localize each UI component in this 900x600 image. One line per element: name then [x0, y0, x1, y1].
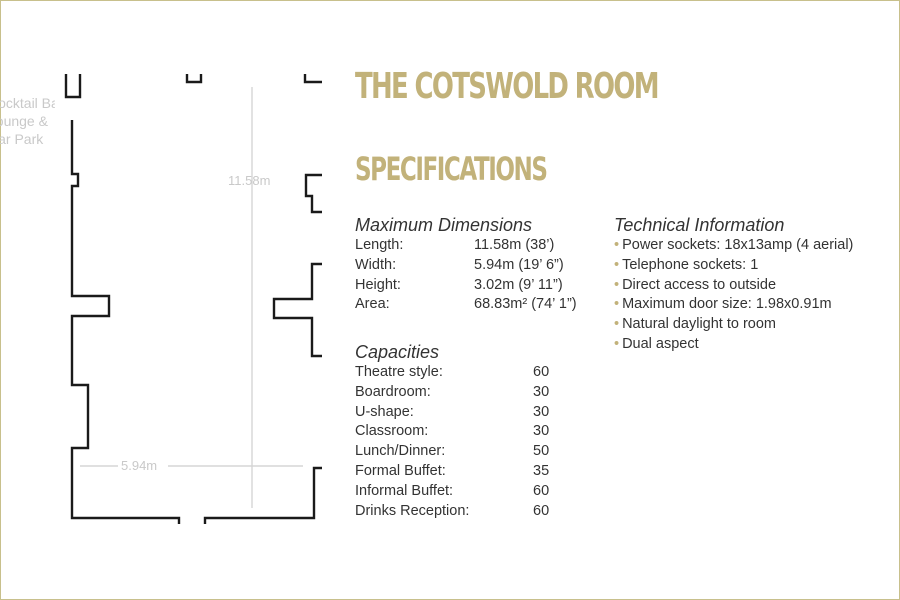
capacity-label: Theatre style: — [355, 364, 443, 380]
capacity-row: Boardroom: 30 — [355, 383, 575, 403]
capacity-row: Lunch/Dinner: 50 — [355, 442, 575, 462]
capacity-value: 60 — [533, 502, 550, 519]
capacity-value: 30 — [533, 403, 550, 420]
capacity-value: 50 — [533, 443, 550, 460]
technical-item: •Maximum door size: 1.98x0.91m — [614, 295, 853, 315]
dimension-row: Height: 3.02m (9’ 11”) — [355, 276, 595, 296]
technical-item: •Direct access to outside — [614, 276, 853, 296]
bullet-icon: • — [614, 237, 620, 253]
technical-item-text: Power sockets: 18x13amp (4 aerial) — [622, 237, 854, 253]
technical-item-text: Telephone sockets: 1 — [622, 256, 759, 273]
capacity-label: Drinks Reception: — [355, 502, 470, 519]
capacity-label: Boardroom: — [355, 383, 431, 400]
bullet-icon: • — [614, 316, 620, 333]
adjacent-area-line: Cocktail Bar — [0, 95, 55, 111]
capacity-row: Formal Buffet: 35 — [355, 462, 575, 482]
bullet-icon: • — [614, 276, 620, 293]
technical-item: •Dual aspect — [614, 335, 853, 355]
dimensions-table: Length: 11.58m (38’) Width: 5.94m (19’ 6… — [355, 236, 595, 315]
technical-heading: Technical Information — [614, 215, 785, 235]
capacity-value: 60 — [533, 364, 550, 380]
technical-item-text: Direct access to outside — [622, 276, 777, 293]
dimension-row: Area: 68.83m² (74’ 1”) — [355, 295, 595, 315]
dimension-value: 68.83m² (74’ 1”) — [474, 296, 577, 313]
technical-list: •Power sockets: 18x13amp (4 aerial) •Tel… — [614, 236, 853, 355]
dimension-label: Width: — [355, 256, 397, 273]
capacity-value: 35 — [533, 462, 550, 479]
dimension-row: Width: 5.94m (19’ 6”) — [355, 256, 595, 276]
technical-item-text: Maximum door size: 1.98x0.91m — [622, 296, 832, 313]
technical-item: •Power sockets: 18x13amp (4 aerial) — [614, 236, 853, 256]
capacity-row: Classroom: 30 — [355, 422, 575, 442]
adjacent-area-line: Car Park — [0, 131, 44, 147]
width-dimension-label: 5.94m — [121, 458, 158, 473]
adjacent-area-label: Cocktail Bar Lounge & Car Park — [0, 94, 55, 148]
capacity-label: U-shape: — [355, 403, 414, 420]
dimension-value: 5.94m (19’ 6”) — [474, 256, 564, 273]
dimensions-heading: Maximum Dimensions — [355, 215, 533, 235]
dimension-label: Height: — [355, 276, 401, 293]
capacities-table: Theatre style: 60 Boardroom: 30 U-shape:… — [355, 363, 575, 521]
capacities-heading: Capacities — [355, 342, 440, 362]
plan-top-wall — [185, 74, 203, 84]
technical-item: •Telephone sockets: 1 — [614, 256, 853, 276]
adjacent-area-line: Lounge & — [0, 113, 48, 129]
plan-left-wall — [70, 120, 181, 524]
capacity-label: Classroom: — [355, 423, 429, 440]
capacity-label: Informal Buffet: — [355, 482, 454, 499]
bullet-icon: • — [614, 256, 620, 273]
capacity-value: 30 — [533, 423, 550, 440]
capacity-value: 30 — [533, 383, 550, 400]
technical-item-text: Dual aspect — [622, 335, 699, 352]
specifications-heading: SPECIFICATIONS — [355, 150, 548, 188]
plan-top-wall — [303, 74, 322, 84]
capacity-row: Drinks Reception: 60 — [355, 502, 575, 522]
capacity-row: U-shape: 30 — [355, 403, 575, 423]
dimension-value: 11.58m (38’) — [474, 237, 555, 253]
capacity-label: Lunch/Dinner: — [355, 443, 446, 460]
bullet-icon: • — [614, 296, 620, 313]
floor-plan — [64, 74, 322, 524]
capacity-row: Informal Buffet: 60 — [355, 482, 575, 502]
plan-right-wall — [272, 262, 322, 358]
bullet-icon: • — [614, 335, 620, 352]
dimension-value: 3.02m (9’ 11”) — [474, 276, 563, 293]
technical-item-text: Natural daylight to room — [622, 316, 777, 333]
length-dimension-label: 11.58m — [228, 173, 271, 188]
dimension-row: Length: 11.58m (38’) — [355, 236, 595, 256]
room-title: THE COTSWOLD ROOM — [355, 66, 660, 107]
plan-right-wall — [203, 466, 322, 524]
plan-left-wall — [64, 74, 82, 99]
dimension-label: Area: — [355, 296, 390, 313]
plan-right-wall — [304, 173, 322, 214]
dimension-label: Length: — [355, 237, 404, 253]
capacity-value: 60 — [533, 482, 550, 499]
capacity-label: Formal Buffet: — [355, 462, 446, 479]
capacity-row: Theatre style: 60 — [355, 363, 575, 383]
technical-item: •Natural daylight to room — [614, 315, 853, 335]
